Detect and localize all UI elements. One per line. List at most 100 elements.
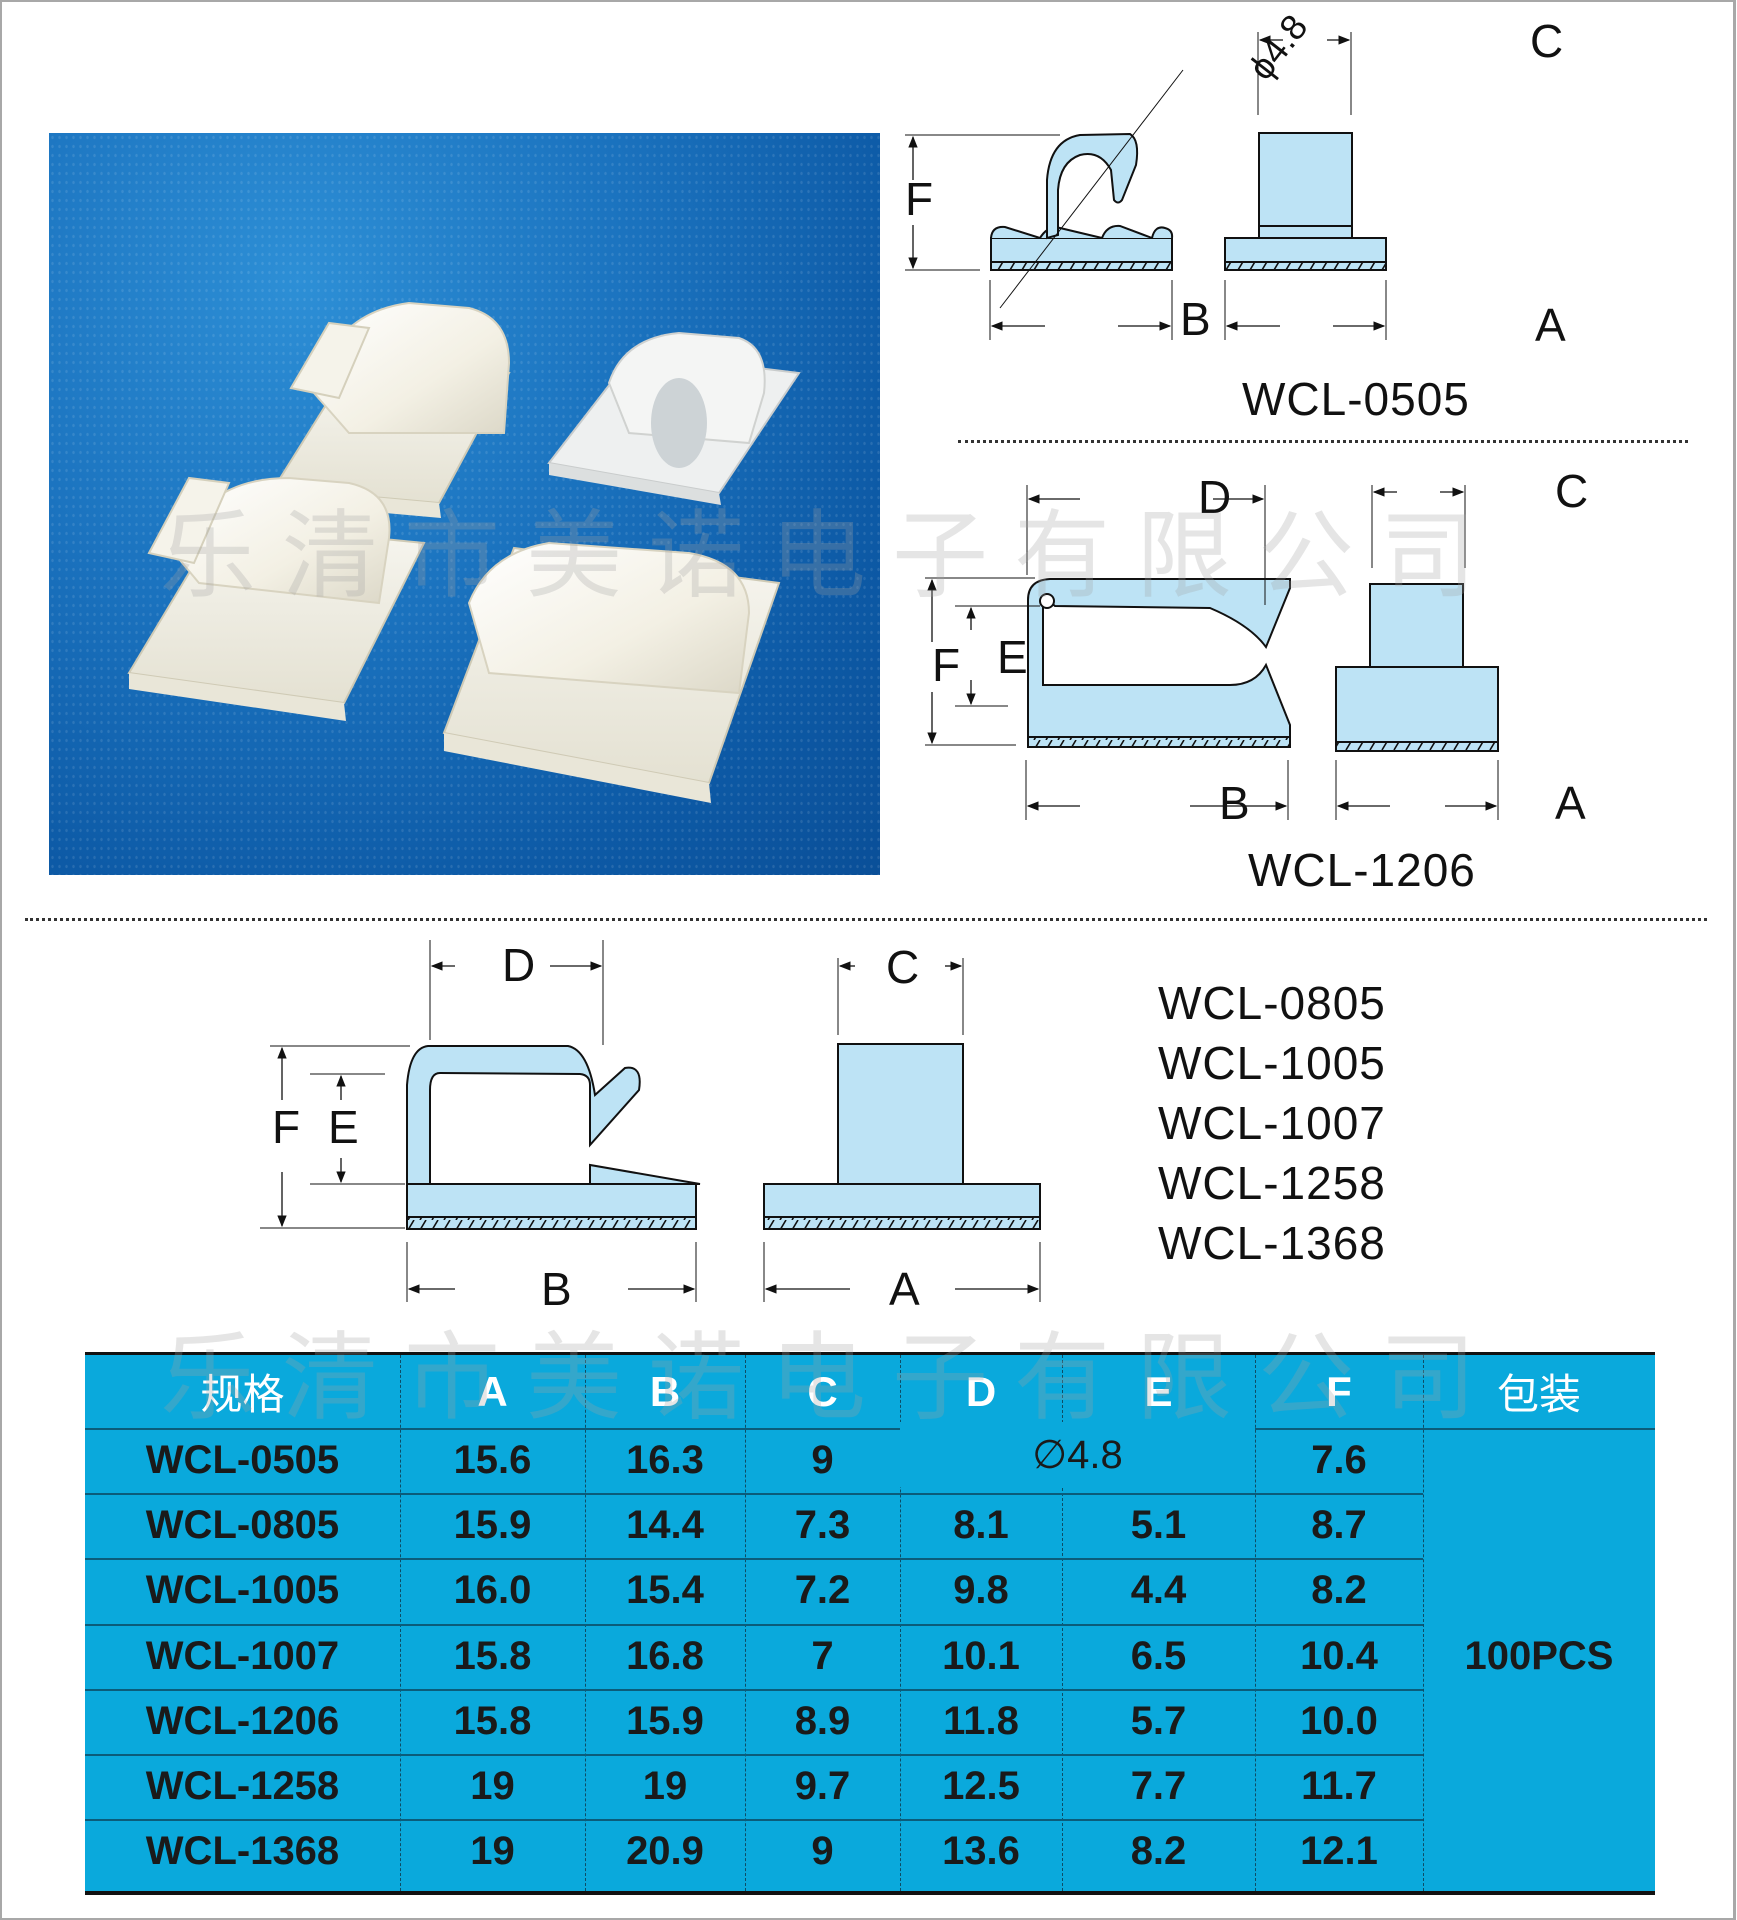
table-row: WCL-1258 19 19 9.7 12.5 7.7 11.7 (85, 1754, 1655, 1819)
header-a: A (477, 1367, 508, 1415)
drawing-generic-series (260, 940, 1041, 1302)
cell-c: 7.3 (794, 1503, 851, 1547)
dim-label-c-0505: C (1530, 15, 1564, 67)
column-divider (1255, 1355, 1256, 1891)
cell-a: 16.0 (453, 1568, 532, 1612)
cell-model: WCL-1258 (145, 1764, 340, 1808)
cell-c: 7.2 (794, 1568, 851, 1612)
dim-label-a-1206: A (1555, 777, 1586, 829)
cell-d: 11.8 (943, 1699, 1019, 1743)
cell-c: 8.9 (794, 1699, 851, 1743)
header-e: E (1144, 1367, 1173, 1415)
cell-a: 19 (470, 1829, 515, 1873)
column-divider (745, 1355, 746, 1891)
model-label-wcl-0505: WCL-0505 (1242, 373, 1470, 425)
cell-f: 12.1 (1300, 1829, 1378, 1873)
cell-model: WCL-0805 (145, 1503, 340, 1547)
model-label-wcl-1206: WCL-1206 (1248, 844, 1476, 896)
row-divider (85, 1754, 1423, 1756)
cell-model: WCL-1368 (145, 1829, 340, 1873)
dotted-divider-2 (25, 918, 1707, 921)
front-view-0505 (1224, 32, 1387, 340)
side-view-1206 (925, 485, 1291, 820)
clip-bottom-left (127, 476, 426, 721)
front-view-generic (763, 958, 1041, 1302)
clip-top-right (547, 331, 801, 505)
table-row: WCL-1005 16.0 15.4 7.2 9.8 4.4 8.2 (85, 1558, 1655, 1623)
cell-a: 15.9 (453, 1503, 532, 1547)
cell-a: 15.8 (453, 1634, 532, 1678)
dim-label-c-generic: C (886, 941, 920, 993)
model-label: WCL-0805 (1158, 977, 1386, 1029)
cell-a: 15.8 (453, 1699, 532, 1743)
cell-model: WCL-0505 (145, 1438, 340, 1482)
header-divider (85, 1428, 1655, 1430)
front-view-1206 (1335, 485, 1499, 820)
cell-f: 7.6 (1311, 1438, 1367, 1482)
cell-f: 11.7 (1301, 1764, 1377, 1808)
table-row: WCL-1206 15.8 15.9 8.9 11.8 5.7 10.0 (85, 1689, 1655, 1754)
cell-b: 20.9 (626, 1829, 704, 1873)
column-divider (585, 1355, 586, 1891)
dim-label-e-1206: E (997, 631, 1028, 683)
table-header-row: 规格 A B C D E F 包装 (85, 1355, 1655, 1428)
column-divider (1062, 1355, 1063, 1428)
header-d: D (965, 1367, 997, 1415)
header-packaging: 包装 (1496, 1370, 1581, 1419)
header-c: C (807, 1367, 838, 1415)
header-spec: 规格 (200, 1370, 285, 1419)
clip-top-left (272, 301, 511, 518)
cell-b: 15.9 (626, 1699, 704, 1743)
product-photo (49, 133, 880, 875)
table-row: WCL-1368 19 20.9 9 13.6 8.2 12.1 (85, 1819, 1655, 1884)
cell-e: 5.1 (1130, 1503, 1187, 1547)
dim-label-b-0505: B (1180, 293, 1211, 345)
dim-label-d-generic: D (502, 939, 536, 991)
cell-b: 19 (642, 1764, 688, 1808)
side-view-0505 (905, 69, 1184, 340)
table-row: WCL-0805 15.9 14.4 7.3 8.1 5.1 8.7 (85, 1493, 1655, 1558)
column-divider (400, 1355, 401, 1891)
dotted-divider-1 (958, 440, 1688, 443)
dim-label-a-0505: A (1535, 299, 1566, 351)
cell-c: 9.7 (794, 1764, 851, 1808)
cable-clips-illustration (127, 301, 801, 803)
cell-e: 7.7 (1130, 1764, 1187, 1808)
cell-f: 10.4 (1300, 1634, 1378, 1678)
cell-f: 8.2 (1311, 1568, 1367, 1612)
cell-a: 15.6 (453, 1438, 532, 1482)
drawing-wcl-0505 (905, 32, 1387, 340)
cell-d: 8.1 (953, 1503, 1009, 1547)
cell-c: 9 (811, 1438, 834, 1482)
dim-label-d-1206: D (1198, 471, 1232, 523)
cell-a: 19 (470, 1764, 515, 1808)
cell-model: WCL-1206 (145, 1699, 340, 1743)
column-divider (1062, 1428, 1063, 1891)
cell-d: 9.8 (953, 1568, 1009, 1612)
row-divider (85, 1689, 1423, 1691)
cell-c: 7 (811, 1634, 834, 1678)
cell-f: 8.7 (1311, 1503, 1367, 1547)
model-label: WCL-1007 (1158, 1097, 1386, 1149)
dim-label-f-1206: F (932, 639, 961, 691)
cell-b: 14.4 (626, 1503, 704, 1547)
cell-packaging-merged: 100PCS (1464, 1633, 1614, 1678)
table-row: WCL-0505 15.6 16.3 9 ∅4.8 7.6 (85, 1422, 1655, 1493)
table-row: WCL-1007 15.8 16.8 7 10.1 6.5 10.4 (85, 1624, 1655, 1689)
column-divider (900, 1355, 901, 1891)
clip-bottom-right (442, 541, 781, 803)
cell-d-e-merged: ∅4.8 (900, 1422, 1255, 1487)
cell-e: 6.5 (1130, 1634, 1187, 1678)
model-label: WCL-1005 (1158, 1037, 1386, 1089)
cell-c: 9 (811, 1829, 834, 1873)
spec-table: 规格 A B C D E F 包装 WCL-0505 15.6 16.3 9 ∅… (85, 1352, 1655, 1895)
cell-d: 10.1 (942, 1634, 1020, 1678)
dim-label-f-0505: F (905, 173, 934, 225)
dim-label-b-generic: B (541, 1263, 572, 1315)
model-list-generic: WCL-0805 WCL-1005 WCL-1007 WCL-1258 WCL-… (1158, 976, 1386, 1276)
row-divider (85, 1493, 1423, 1495)
dim-label-a-generic: A (889, 1263, 920, 1315)
header-f: F (1326, 1367, 1352, 1415)
model-label: WCL-1368 (1158, 1217, 1386, 1269)
dim-label-e-generic: E (328, 1101, 359, 1153)
